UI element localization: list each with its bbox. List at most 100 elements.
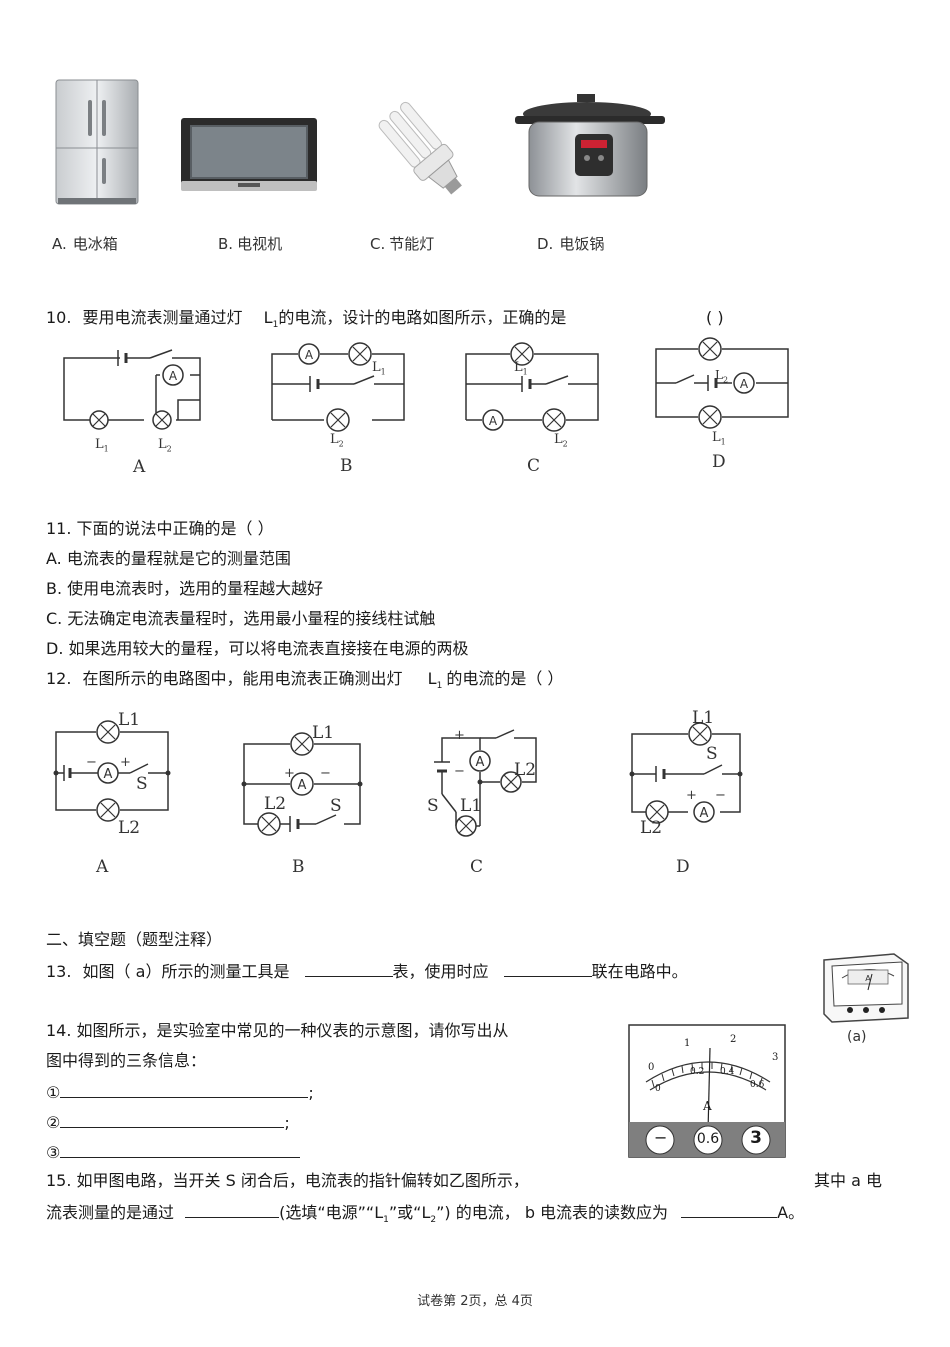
q12-a-l1-label: L1 bbox=[118, 710, 141, 730]
q10-circuit-b-label: B bbox=[340, 456, 353, 476]
page-footer: 试卷第 2页，总 4页 bbox=[417, 1294, 533, 1309]
q12-circuit-b: A bbox=[241, 732, 363, 836]
q9-option-c: C.节能灯 bbox=[370, 235, 435, 253]
q12-d-minus: − bbox=[715, 788, 726, 803]
q12-c-plus: + bbox=[454, 728, 465, 743]
q12-circuit-a-label: A bbox=[96, 857, 109, 877]
svg-text:A: A bbox=[740, 377, 749, 391]
q12-c-minus: − bbox=[454, 764, 465, 779]
q10-b-l1-label: L1 bbox=[372, 360, 386, 377]
ammeter-dial-figure bbox=[628, 1024, 786, 1158]
q12-d-plus: + bbox=[686, 788, 697, 803]
meter-bottom-scale-0: 0 bbox=[655, 1084, 661, 1094]
q15-line-1-right: 其中 a 电 bbox=[814, 1171, 882, 1190]
q10-c-l2-label: L2 bbox=[554, 432, 568, 449]
q13-figure-caption: (a) bbox=[847, 1029, 867, 1045]
q13-blank-1[interactable] bbox=[304, 960, 393, 977]
meter-bottom-scale-1: 0.2 bbox=[690, 1067, 705, 1077]
q12-circuit-c: A bbox=[434, 729, 537, 837]
q10-circuit-a: A bbox=[63, 349, 201, 430]
meter-top-scale-3: 3 bbox=[772, 1052, 779, 1063]
svg-text:A: A bbox=[476, 755, 485, 770]
q12-circuit-b-label: B bbox=[292, 857, 305, 877]
q15-blank-2[interactable] bbox=[681, 1201, 778, 1218]
ammeter-figure-a: A bbox=[823, 953, 909, 1023]
energy-saving-lamp-image bbox=[378, 101, 462, 195]
q12-b-plus: + bbox=[284, 766, 295, 781]
q10-circuit-d-label: D bbox=[712, 452, 726, 472]
svg-text:A: A bbox=[104, 767, 113, 782]
q14-line-1: 14. 如图所示，是实验室中常见的一种仪表的示意图，请你写出从 bbox=[46, 1021, 509, 1040]
q12-d-l2-label: L2 bbox=[640, 818, 663, 838]
meter-terminal-3: 3 bbox=[750, 1128, 762, 1148]
q12-circuit-d: A bbox=[629, 722, 743, 824]
q12-circuit-a: A bbox=[53, 720, 171, 822]
q15-line-2: 流表测量的是通过 (选填“电源”“L1”或“L2”) 的电流， b 电流表的读数… bbox=[46, 1201, 805, 1226]
q10-a-l1-label: L1 bbox=[95, 437, 109, 454]
q11-stem: 11. 下面的说法中正确的是（ ） bbox=[46, 519, 274, 538]
meter-terminal-negative: − bbox=[654, 1128, 668, 1147]
q10-circuit-c: A bbox=[465, 342, 599, 432]
q15-blank-1[interactable] bbox=[185, 1201, 280, 1218]
q12-b-l2-label: L2 bbox=[264, 794, 287, 814]
q10-b-l2-label: L2 bbox=[330, 432, 344, 449]
refrigerator-image bbox=[55, 79, 139, 205]
q13-stem: 13. 如图（ a）所示的测量工具是 表，使用时应 联在电路中。 bbox=[46, 960, 688, 981]
q11-option-b: B. 使用电流表时，选用的量程越大越好 bbox=[46, 579, 324, 598]
meter-terminal-0-6: 0.6 bbox=[696, 1131, 720, 1147]
television-image bbox=[181, 118, 317, 191]
q12-c-l1-label: L1 bbox=[460, 796, 483, 816]
q11-option-a: A. 电流表的量程就是它的测量范围 bbox=[46, 549, 291, 568]
q15-line-1: 15. 如甲图电路，当开关 S 闭合后，电流表的指针偏转如乙图所示， bbox=[46, 1171, 529, 1190]
q11-option-c: C. 无法确定电流表量程时，选用最小量程的接线柱试触 bbox=[46, 609, 436, 628]
section-2-heading: 二、填空题（题型注释） bbox=[46, 930, 223, 949]
meter-top-scale-2: 2 bbox=[730, 1034, 737, 1045]
meter-bottom-scale-3: 0.6 bbox=[750, 1080, 765, 1090]
q12-a-plus: + bbox=[120, 755, 131, 770]
q9-option-b: B.电视机 bbox=[218, 235, 283, 253]
q10-d-l2-label: L2 bbox=[715, 368, 729, 385]
q14-blank-1[interactable] bbox=[60, 1081, 309, 1098]
q12-c-switch-label: S bbox=[427, 796, 439, 816]
q12-c-l2-label: L2 bbox=[514, 760, 537, 780]
q13-blank-2[interactable] bbox=[503, 960, 592, 977]
svg-text:A: A bbox=[169, 369, 178, 383]
q12-b-minus: − bbox=[320, 766, 331, 781]
q12-d-l1-label: L1 bbox=[692, 708, 715, 728]
q9-option-d: D.电饭锅 bbox=[537, 235, 605, 253]
q10-stem: 10. 要用电流表测量通过灯 L1的电流，设计的电路如图所示，正确的是 bbox=[46, 308, 567, 331]
q12-a-l2-label: L2 bbox=[118, 818, 141, 838]
q9-option-a: A.电冰箱 bbox=[52, 235, 118, 253]
q10-d-l1-label: L1 bbox=[712, 430, 726, 447]
q10-circuit-d: A bbox=[655, 337, 789, 429]
q10-c-l1-label: L1 bbox=[514, 360, 528, 377]
q14-answer-2: ②; bbox=[46, 1111, 290, 1132]
q12-circuit-c-label: C bbox=[470, 857, 484, 877]
svg-text:A: A bbox=[298, 778, 307, 793]
rice-cooker-image bbox=[515, 94, 665, 197]
q12-a-switch-label: S bbox=[136, 774, 148, 794]
q14-answer-1: ①; bbox=[46, 1081, 314, 1102]
meter-top-scale-1: 1 bbox=[684, 1038, 691, 1049]
q12-a-minus: − bbox=[86, 755, 97, 770]
q10-answer-bracket: ( ) bbox=[706, 308, 724, 327]
svg-text:A: A bbox=[700, 806, 709, 821]
q10-circuit-a-label: A bbox=[133, 457, 146, 477]
svg-text:A: A bbox=[305, 348, 314, 362]
q11-option-d: D. 如果选用较大的量程，可以将电流表直接接在电源的两极 bbox=[46, 639, 469, 658]
q12-d-switch-label: S bbox=[706, 744, 718, 764]
q12-b-switch-label: S bbox=[330, 796, 342, 816]
svg-text:A: A bbox=[865, 974, 871, 983]
q14-answer-3: ③ bbox=[46, 1141, 301, 1163]
q10-a-l2-label: L2 bbox=[158, 437, 172, 454]
q14-blank-2[interactable] bbox=[60, 1111, 285, 1128]
q14-blank-3[interactable] bbox=[60, 1141, 301, 1158]
q10-circuit-b: A bbox=[271, 342, 405, 432]
q14-line-2: 图中得到的三条信息： bbox=[46, 1051, 207, 1070]
q10-circuit-c-label: C bbox=[527, 456, 541, 476]
q12-circuit-d-label: D bbox=[676, 857, 690, 877]
meter-unit-label: A bbox=[703, 1099, 712, 1113]
svg-text:A: A bbox=[489, 414, 498, 428]
meter-bottom-scale-2: 0.4 bbox=[720, 1067, 735, 1077]
